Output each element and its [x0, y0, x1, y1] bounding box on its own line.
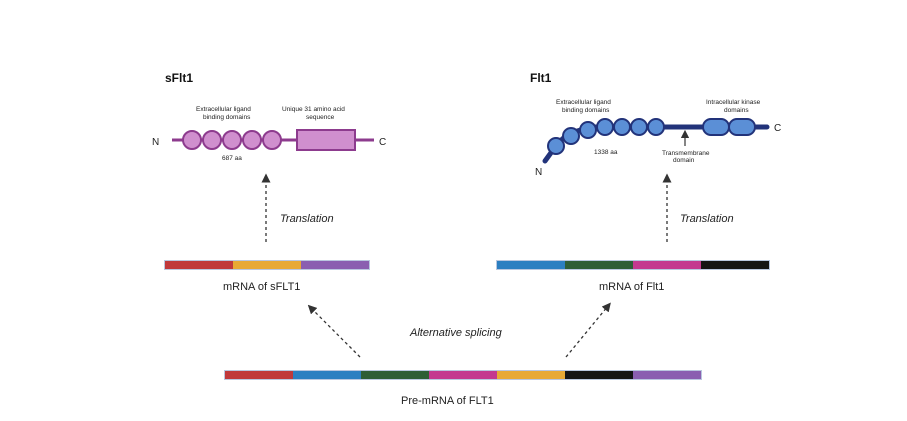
sflt1-mrna-segment-purple [301, 261, 369, 269]
flt1-mrna-segment-magenta [633, 261, 701, 269]
sflt1-unique-label-line2: sequence [306, 114, 335, 121]
sflt1-c-terminus: C [379, 137, 386, 148]
flt1-protein-panel: Flt1 Extracellular ligand binding domain… [530, 71, 781, 178]
sflt1-mrna-segment-red [165, 261, 233, 269]
premrna-segment-green [361, 371, 429, 379]
flt1-tm-label-line1: Transmembrane [662, 150, 710, 157]
sflt1-aa-count: 687 aa [222, 155, 242, 162]
flt1-ig-domain-4 [596, 118, 614, 136]
sflt1-translation-label: Translation [280, 213, 334, 225]
flt1-kinase-label-line2: domains [724, 107, 749, 114]
flt1-translation-label: Translation [680, 213, 734, 225]
flt1-title: Flt1 [530, 71, 552, 85]
flt1-mrna-bar [496, 260, 770, 270]
sflt1-ig-domain-3 [222, 130, 242, 150]
flt1-tm-label-line2: domain [673, 157, 695, 164]
sflt1-n-terminus: N [152, 137, 159, 148]
premrna-segment-orange [497, 371, 565, 379]
flt1-mrna-label: mRNA of Flt1 [599, 281, 664, 293]
sflt1-ligand-label-line1: Extracellular ligand [196, 106, 251, 113]
premrna-segment-magenta [429, 371, 497, 379]
sflt1-mrna-bar [164, 260, 370, 270]
flt1-ig-domain-5 [613, 118, 631, 136]
flt1-kinase-domain-1 [702, 118, 730, 136]
flt1-n-terminus: N [535, 167, 542, 178]
flt1-ig-domain-1 [547, 137, 565, 155]
splicing-arrow-left [307, 304, 361, 358]
flt1-mrna-segment-black [701, 261, 769, 269]
flt1-mrna-segment-green [565, 261, 633, 269]
sflt1-mrna-segment-orange [233, 261, 301, 269]
splicing-arrow-right [565, 302, 611, 358]
sflt1-ig-domain-2 [202, 130, 222, 150]
premrna-label: Pre-mRNA of FLT1 [401, 395, 494, 407]
flt1-mrna-segment-blue [497, 261, 565, 269]
sflt1-unique-sequence-box [296, 129, 356, 151]
flt1-ig-domain-7 [647, 118, 665, 136]
flt1-aa-count: 1338 aa [594, 149, 618, 156]
flt1-ig-domain-3 [579, 121, 597, 139]
sflt1-title: sFlt1 [165, 71, 193, 85]
flt1-ligand-label-line2: binding domains [562, 107, 610, 114]
premrna-bar [224, 370, 702, 380]
flt1-kinase-domain-2 [728, 118, 756, 136]
premrna-segment-blue [293, 371, 361, 379]
sflt1-ig-domain-1 [182, 130, 202, 150]
flt1-kinase-label-line1: Intracellular kinase [706, 99, 761, 106]
premrna-segment-black [565, 371, 633, 379]
flt1-ig-domain-6 [630, 118, 648, 136]
flt1-ligand-label-line1: Extracellular ligand [556, 99, 611, 106]
premrna-segment-purple [633, 371, 701, 379]
sflt1-ig-domain-4 [242, 130, 262, 150]
premrna-segment-red [225, 371, 293, 379]
sflt1-unique-label-line1: Unique 31 amino acid [282, 106, 345, 113]
sflt1-mrna-label: mRNA of sFLT1 [223, 281, 300, 293]
splicing-label: Alternative splicing [409, 327, 503, 339]
sflt1-ig-domain-5 [262, 130, 282, 150]
sflt1-ligand-label-line2: binding domains [203, 114, 251, 121]
sflt1-protein-panel: sFlt1 Extracellular ligand binding domai… [152, 71, 386, 162]
flt1-c-terminus: C [774, 123, 781, 134]
flt1-ig-domain-2 [562, 127, 580, 145]
